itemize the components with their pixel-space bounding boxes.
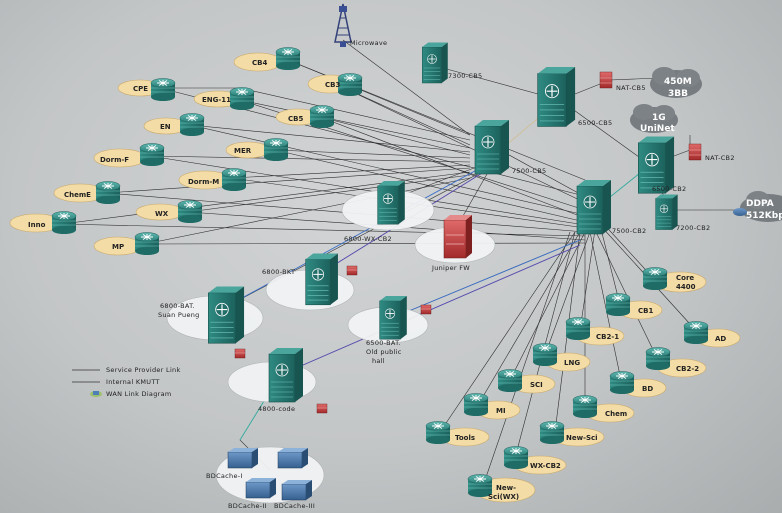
bdcache-i-label: BDCache-I — [206, 472, 243, 480]
microwave-tower-icon — [334, 3, 352, 47]
nat-cb5-firewall-icon — [599, 71, 613, 89]
bdcache-ii-label: BDCache-II — [228, 502, 267, 510]
dist-6500-bat-old-label-3: hall — [372, 357, 385, 365]
node-dorm-m: Dorm-M — [188, 178, 219, 186]
node-wx: Inno — [28, 221, 46, 229]
node-mi: MI — [496, 407, 506, 415]
core-7500-cb2-icon — [576, 179, 612, 235]
core-7200-cb2-icon — [655, 194, 679, 230]
node-cb1: CB1 — [638, 307, 653, 315]
node-chem: Chem — [605, 410, 627, 418]
right-router-labels: Core 4400 CB1 AD CB2-1 CB2-2 LNG BD SCI … — [455, 274, 726, 501]
nat-cb2-firewall-icon — [688, 143, 702, 161]
core-7500-cb2-label: 7500-CB2 — [612, 227, 646, 235]
node-cpe: CPE — [133, 85, 148, 93]
node-new-sci: New-Sci — [566, 434, 598, 442]
legend-internal-label: Internal KMUTT — [106, 378, 160, 386]
node-cb3: CB3 — [325, 81, 340, 89]
isp-3bb-cloud — [650, 67, 702, 98]
legend-wan-label: WAN Link Diagram — [106, 390, 172, 398]
isp-uninet-name: UniNet — [640, 124, 675, 134]
bdcache-iii-label: BDCache-III — [274, 502, 315, 510]
node-cb2-2: CB2-2 — [676, 365, 699, 373]
node-mp: MP — [112, 243, 124, 251]
node-new-sci-wx-1: New- — [496, 484, 516, 492]
core-6500-cb5-label: 6500-CB5 — [578, 119, 612, 127]
legend: Service Provider Link Internal KMUTT WAN… — [72, 366, 181, 398]
node-core-4400-1: Core — [676, 274, 694, 282]
links-bundle — [61, 39, 782, 487]
left-router-labels: CB4 CPE CB3 ENG-11 CB5 EN MER Dorm-F Dor… — [28, 59, 340, 251]
juniper-firewall-icon — [443, 215, 472, 259]
dist-6800-wx-cb2-label: 6800-WX-CB2 — [344, 235, 392, 243]
isp-ddpa-name: DDPA — [746, 199, 774, 209]
juniper-fw-label: Juniper FW — [431, 264, 470, 272]
node-lng: LNG — [564, 359, 580, 367]
core-7500-cb5-label: 7500-CB5 — [512, 167, 546, 175]
node-eng11: ENG-11 — [202, 96, 231, 104]
dist-6800-bkt-label: 6800-BKT — [262, 268, 295, 276]
dist-6800-bkt-icon — [305, 252, 339, 306]
datacenter-servers — [227, 448, 312, 501]
nat-cb5-label: NAT-CB5 — [616, 84, 646, 92]
isp-3bb-speed: 450M — [664, 77, 692, 87]
nat-cb2-label: NAT-CB2 — [705, 154, 735, 162]
node-cb2-1: CB2-1 — [596, 333, 619, 341]
node-inno: WX — [155, 210, 169, 218]
dist-4800-code-label: 4800-code — [258, 405, 295, 413]
legend-provider-label: Service Provider Link — [106, 366, 181, 374]
isp-uninet-speed: 1G — [652, 113, 666, 123]
node-core-4400-2: 4400 — [676, 283, 696, 291]
dist-6800-bat-label-2: Suan Pueng — [158, 311, 200, 319]
isp-ddpa-cloud — [740, 191, 782, 222]
node-dorm-f: Dorm-F — [100, 156, 129, 164]
dist-6800-wx-cb2-icon — [377, 180, 406, 225]
isp-ddpa-speed: 512Kbps — [746, 211, 782, 221]
right-routers — [425, 267, 709, 498]
node-cheme: ChemE — [64, 191, 91, 199]
node-wx-cb2: WX-CB2 — [530, 462, 561, 470]
node-en: EN — [160, 123, 171, 131]
core-7500-cb5-icon — [474, 119, 510, 175]
isp-uninet-cloud — [630, 104, 678, 133]
node-new-sci-wx-2: Sci(WX) — [488, 493, 519, 501]
node-bd: BD — [642, 385, 653, 393]
dist-6500-bat-old-label-1: 6500-BAT. — [366, 339, 401, 347]
node-cb4: CB4 — [252, 59, 267, 67]
node-cb5: CB5 — [288, 115, 303, 123]
isp-3bb-name: 3BB — [668, 89, 688, 99]
node-tools: Tools — [455, 434, 475, 442]
core-7300-cb5-label: 7300-CB5 — [448, 72, 482, 80]
right-site-clouds — [440, 271, 741, 503]
core-7200-cb2-label: 7200-CB2 — [676, 224, 710, 232]
core-6500-cb5-icon — [537, 66, 576, 128]
dist-6500-bat-old-label-2: Old public — [366, 348, 402, 356]
node-sci: SCI — [530, 381, 543, 389]
node-mer: MER — [234, 147, 252, 155]
node-ad: AD — [715, 335, 726, 343]
dist-6800-bat-suan-icon — [207, 285, 245, 344]
dist-6800-bat-label-1: 6800-BAT. — [160, 302, 195, 310]
dist-6500-bat-old-icon — [379, 295, 408, 340]
ddpa-router-icon — [733, 208, 747, 216]
microwave-label: Microwave — [350, 39, 387, 47]
dist-4800-code-icon — [268, 347, 304, 403]
core-6500-cb2-label: 6500-CB2 — [652, 185, 686, 193]
legend-wan-icon — [90, 391, 102, 397]
core-7300-cb5-icon — [421, 42, 449, 84]
